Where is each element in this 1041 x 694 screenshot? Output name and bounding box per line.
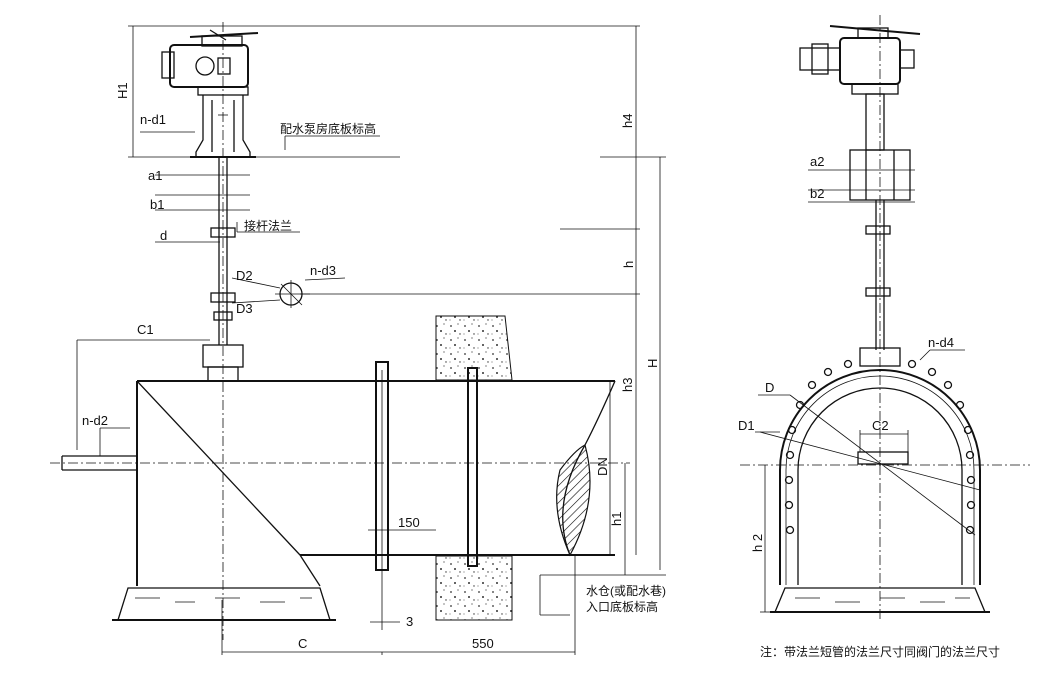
- base-right: [770, 587, 990, 613]
- dimension-lines: [76, 25, 666, 655]
- dim-label-nd4: n-d4: [928, 335, 954, 350]
- dim-label-D3: D3: [236, 301, 253, 316]
- dim-label-3: 3: [406, 614, 413, 629]
- actuator-left: [161, 29, 259, 96]
- valve-body: [61, 380, 615, 587]
- dim-label-D2: D2: [236, 268, 253, 283]
- dim-label-h: h: [621, 261, 636, 268]
- dim-label-C1: C1: [137, 322, 154, 337]
- dim-label-a1: a1: [148, 168, 162, 183]
- footnote: 注：带法兰短管的法兰尺寸同阀门的法兰尺寸: [760, 644, 1000, 659]
- flange-detail-circle: [275, 280, 310, 308]
- inlet-floor-label-2: 入口底板标高: [586, 599, 658, 614]
- dim-label-H: H: [645, 359, 660, 368]
- dim-label-d: d: [160, 228, 167, 243]
- dim-label-H1: H1: [115, 82, 130, 99]
- front-view: a2 b2 n-d4 D D1 C2 h 2: [738, 15, 1030, 620]
- dim-label-a2: a2: [810, 154, 824, 169]
- pipe-flange: [375, 361, 389, 630]
- dim-label-b2: b2: [810, 186, 824, 201]
- dim-label-h2: h 2: [750, 534, 765, 552]
- base-support: [112, 587, 336, 621]
- rod-flange-upper: [210, 227, 236, 238]
- dimension-lines-right: [755, 169, 981, 613]
- dim-label-150: 150: [398, 515, 420, 530]
- valve-rod: [202, 157, 244, 382]
- rod-flange-lower: [210, 292, 236, 303]
- dim-label-550: 550: [472, 636, 494, 651]
- concrete-wall: [435, 315, 513, 621]
- dim-label-C: C: [298, 636, 307, 651]
- dim-label-DN: DN: [595, 457, 610, 476]
- pipe-break-hatch: [556, 444, 591, 557]
- inlet-floor-label-1: 水仓(或配水巷): [586, 584, 666, 598]
- dim-label-h4: h4: [620, 114, 635, 128]
- stand-right: [849, 149, 911, 367]
- dim-label-nd2: n-d2: [82, 413, 108, 428]
- disc-seat: [857, 451, 909, 465]
- dim-label-h3: h3: [620, 378, 635, 392]
- dim-label-b1: b1: [150, 197, 164, 212]
- valve-body-front: [779, 359, 981, 585]
- dim-label-D: D: [765, 380, 774, 395]
- dim-label-C2: C2: [872, 418, 889, 433]
- dim-label-nd1: n-d1: [140, 112, 166, 127]
- dim-label-h1: h1: [609, 512, 624, 526]
- pump-floor-label: 配水泵房底板标高: [280, 121, 376, 136]
- side-view: H1 n-d1 配水泵房底板标高 a1 b1 接杆法兰 d D2 n-d3 D3…: [50, 22, 666, 655]
- dim-label-nd3: n-d3: [310, 263, 336, 278]
- dim-label-D1: D1: [738, 418, 755, 433]
- actuator-right: [799, 25, 921, 151]
- rod-flange-label: 接杆法兰: [244, 218, 292, 233]
